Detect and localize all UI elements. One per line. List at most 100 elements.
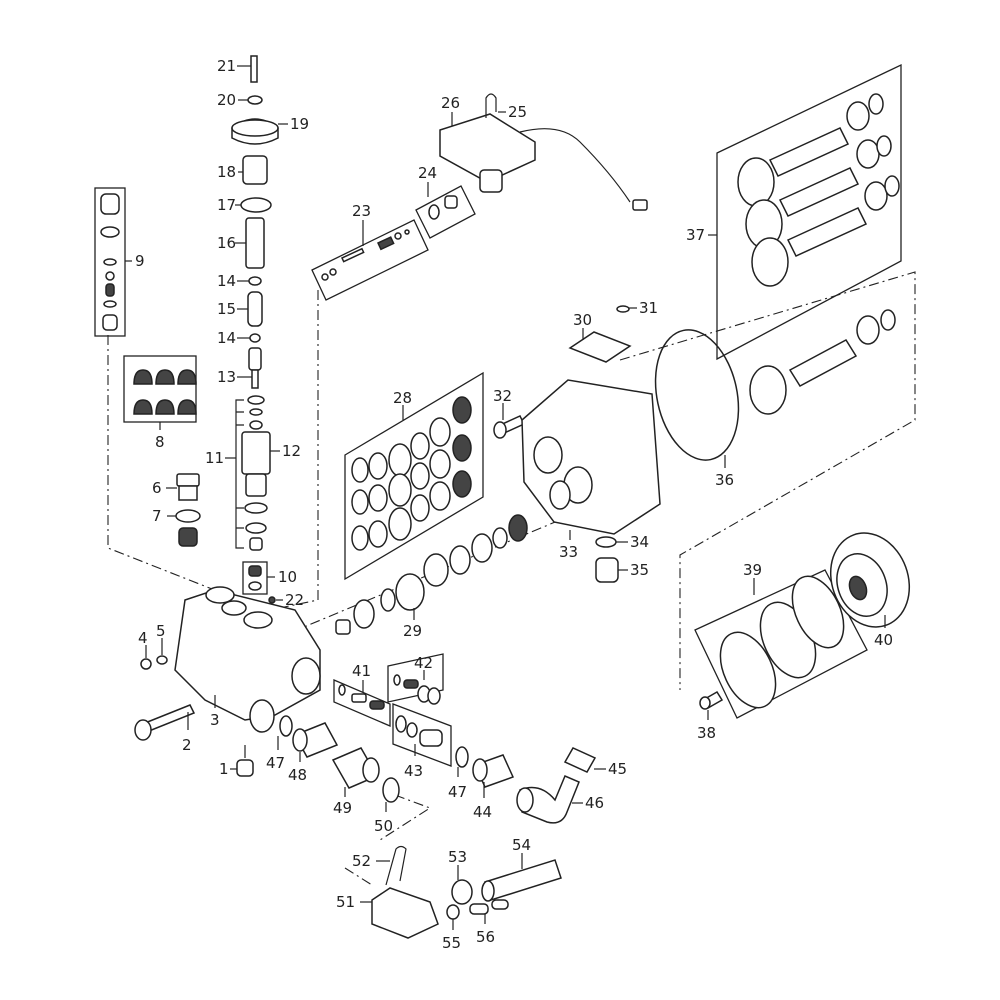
part-45-fitting[interactable]: [563, 747, 606, 773]
callout-10: 10: [278, 568, 297, 586]
part-29-seal-train[interactable]: [335, 514, 528, 635]
part-19-knob[interactable]: [231, 118, 288, 145]
part-6-plug[interactable]: [166, 473, 200, 501]
part-28-seal-kit[interactable]: [344, 371, 484, 581]
part-47-ring-b[interactable]: [455, 746, 469, 777]
part-2-bolt[interactable]: [134, 704, 196, 741]
part-44-fitting[interactable]: [472, 754, 515, 798]
callout-47b: 47: [448, 783, 467, 801]
callout-7: 7: [152, 507, 162, 525]
part-47-ring-a[interactable]: [277, 715, 293, 750]
callout-24: 24: [418, 164, 437, 182]
part-20-nut[interactable]: [238, 95, 263, 105]
callout-22: 22: [285, 591, 304, 609]
part-21-stud[interactable]: [237, 55, 258, 83]
callout-4: 4: [138, 629, 148, 647]
callout-51: 51: [336, 893, 355, 911]
part-35-plug[interactable]: [595, 557, 628, 583]
part-24-kit[interactable]: [415, 182, 476, 239]
part-43-kit[interactable]: [392, 703, 452, 767]
part-56-filter[interactable]: [469, 899, 509, 924]
part-3-manifold[interactable]: [174, 586, 321, 733]
callout-47a: 47: [266, 754, 285, 772]
part-31-screw[interactable]: [616, 305, 637, 313]
callout-14a: 14: [217, 272, 236, 290]
callout-34: 34: [630, 533, 649, 551]
part-13-piston[interactable]: [237, 347, 262, 389]
callout-23: 23: [352, 202, 371, 220]
callout-17: 17: [217, 196, 236, 214]
part-23-kit[interactable]: [311, 219, 429, 301]
part-10-kit[interactable]: [242, 561, 275, 595]
part-11-kit[interactable]: [225, 395, 268, 551]
part-48-fitting[interactable]: [292, 722, 339, 762]
part-9-kit[interactable]: [94, 187, 132, 337]
part-34-ring[interactable]: [595, 536, 628, 548]
part-15-spring[interactable]: [237, 291, 263, 327]
part-55-ring[interactable]: [446, 904, 460, 930]
callout-53: 53: [448, 848, 467, 866]
part-16-body[interactable]: [235, 217, 265, 269]
part-5-washer[interactable]: [156, 638, 168, 665]
part-40-flange[interactable]: [818, 522, 922, 638]
part-14-ring-a[interactable]: [237, 276, 262, 286]
check-valve: [178, 527, 198, 547]
part-26-unloader[interactable]: [439, 112, 648, 211]
callout-35: 35: [630, 561, 649, 579]
part-33-crankcase[interactable]: [521, 379, 661, 540]
callout-11: 11: [205, 449, 224, 467]
callout-37: 37: [686, 226, 705, 244]
callout-20: 20: [217, 91, 236, 109]
callout-3: 3: [210, 711, 220, 729]
part-25-clip[interactable]: [485, 93, 506, 118]
part-42-kit[interactable]: [387, 653, 444, 705]
callout-54: 54: [512, 836, 531, 854]
callout-6: 6: [152, 479, 162, 497]
part-41-kit[interactable]: [333, 679, 391, 727]
callout-2: 2: [182, 736, 192, 754]
part-22-screw[interactable]: [268, 596, 283, 604]
part-52-clip[interactable]: [376, 845, 407, 886]
callout-41: 41: [352, 662, 371, 680]
callout-40: 40: [874, 631, 893, 649]
callout-55: 55: [442, 934, 461, 952]
part-46-elbow[interactable]: [516, 775, 583, 824]
callout-44: 44: [473, 803, 492, 821]
plunger-assembly: [749, 309, 896, 415]
callout-29: 29: [403, 622, 422, 640]
callout-43: 43: [404, 762, 423, 780]
callout-45: 45: [608, 760, 627, 778]
part-30-cover[interactable]: [568, 328, 632, 363]
part-12-housing[interactable]: [241, 431, 280, 497]
callout-42: 42: [414, 654, 433, 672]
callout-25: 25: [508, 103, 527, 121]
part-51-valve[interactable]: [360, 887, 439, 939]
part-32-bolt[interactable]: [493, 403, 526, 439]
callout-1: 1: [219, 760, 229, 778]
callout-15: 15: [217, 300, 236, 318]
part-4-screw[interactable]: [140, 645, 152, 670]
part-7-washer[interactable]: [167, 509, 201, 523]
callout-48: 48: [288, 766, 307, 784]
callout-12: 12: [282, 442, 301, 460]
part-54-hose[interactable]: [481, 853, 562, 902]
callout-33: 33: [559, 543, 578, 561]
callout-39: 39: [743, 561, 762, 579]
part-18-cap[interactable]: [238, 155, 268, 185]
callout-19: 19: [290, 115, 309, 133]
part-17-nut[interactable]: [235, 197, 272, 213]
part-49-nut[interactable]: [331, 747, 380, 797]
callout-36: 36: [715, 471, 734, 489]
callout-8: 8: [155, 433, 165, 451]
callout-49: 49: [333, 799, 352, 817]
callout-38: 38: [697, 724, 716, 742]
part-14-ring-b[interactable]: [237, 333, 261, 343]
part-36-oring[interactable]: [644, 322, 750, 468]
part-1-plug[interactable]: [230, 745, 254, 777]
part-38-bolt[interactable]: [699, 690, 724, 720]
callout-26: 26: [441, 94, 460, 112]
part-8-nozzle-kit[interactable]: [123, 355, 197, 430]
part-53-clamp[interactable]: [451, 865, 473, 905]
part-37-plunger-kit[interactable]: [708, 63, 902, 361]
part-50-ring[interactable]: [382, 777, 400, 812]
